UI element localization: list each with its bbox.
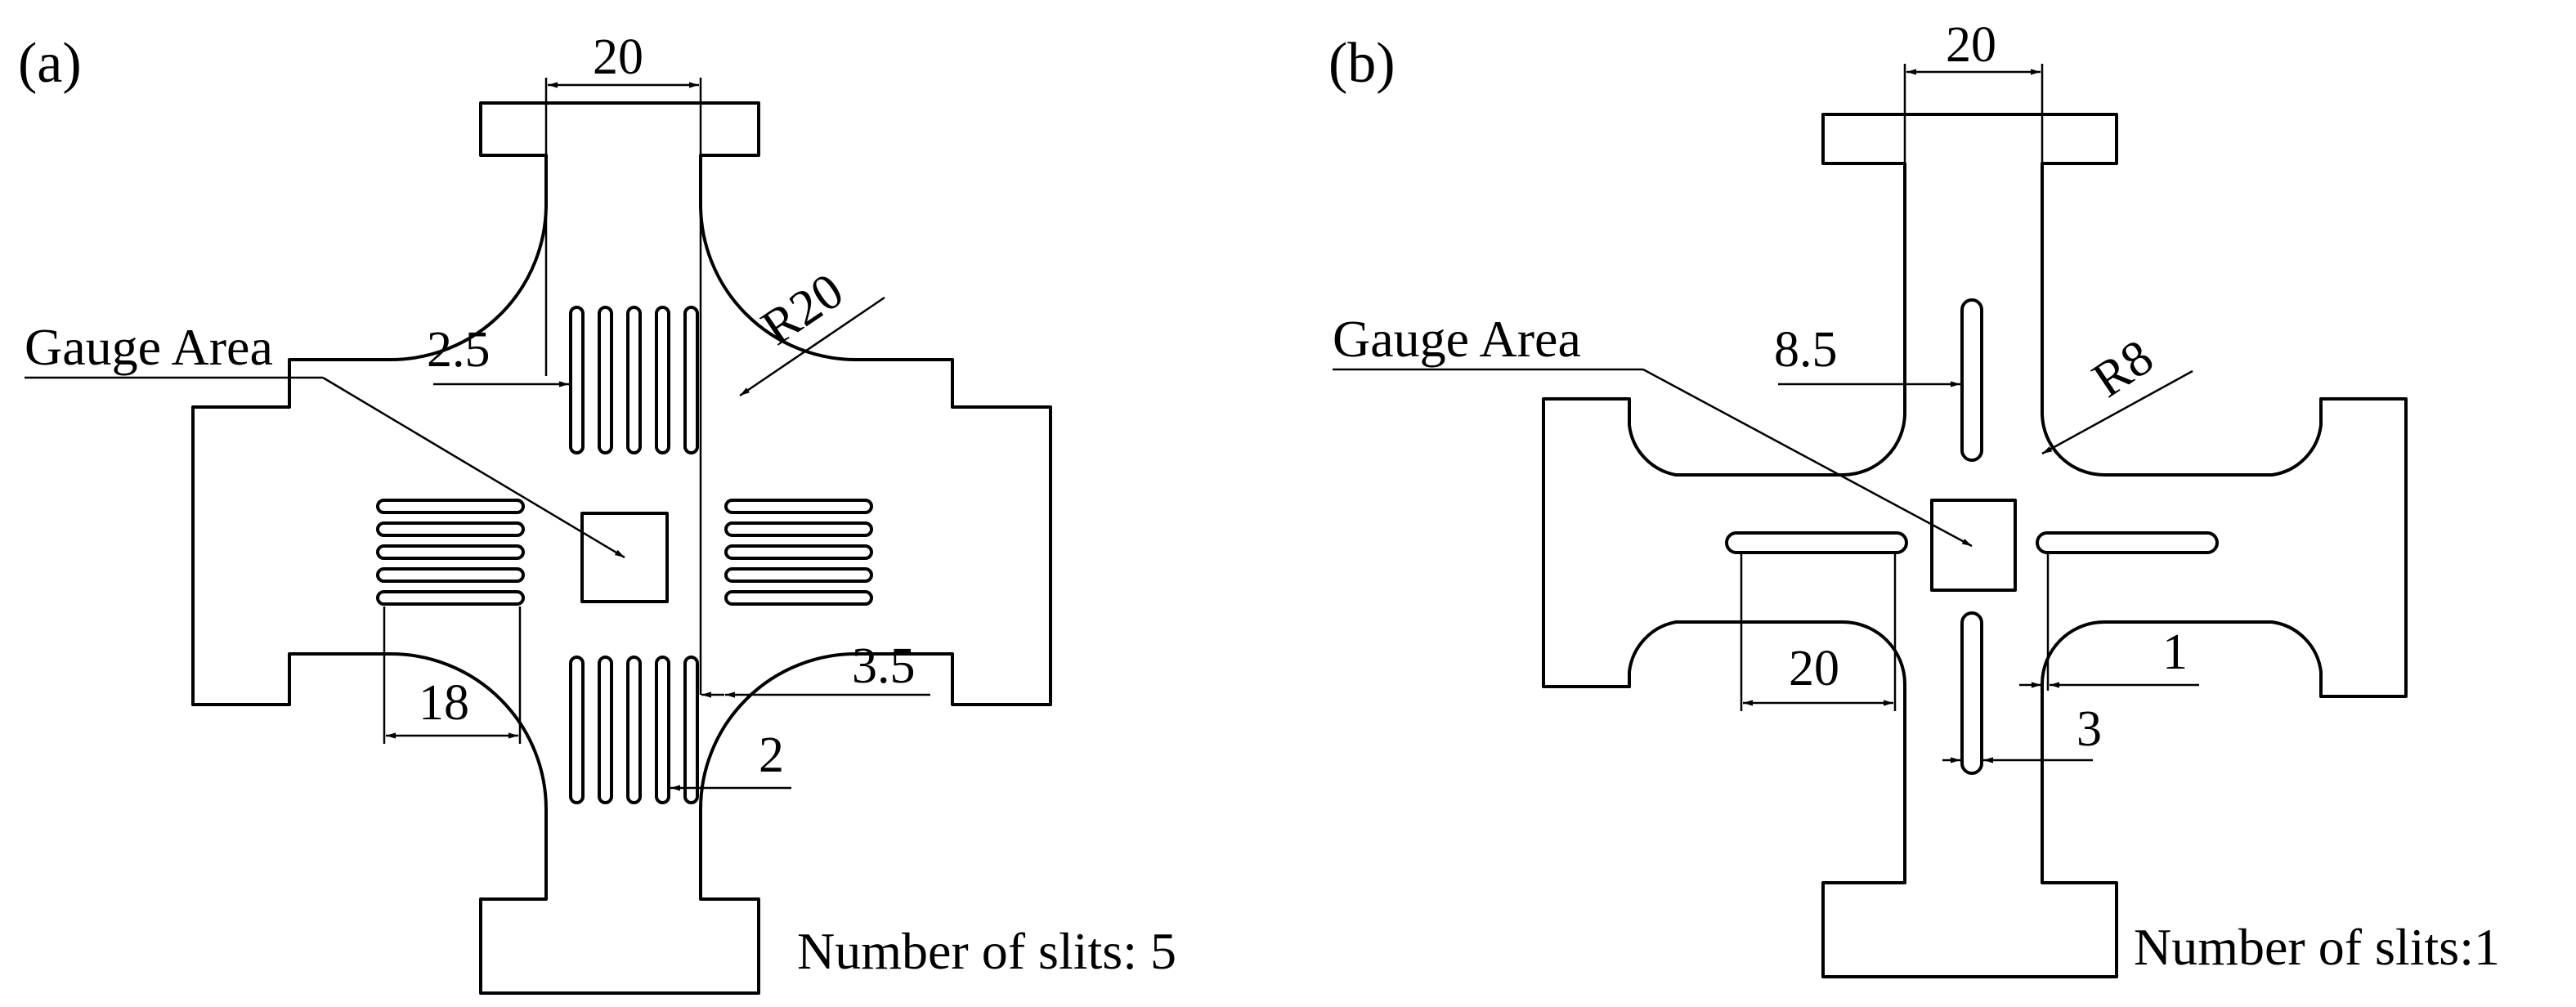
svg-text:2.5: 2.5: [427, 322, 491, 378]
svg-text:3.5: 3.5: [852, 638, 916, 694]
svg-text:8.5: 8.5: [1774, 322, 1838, 378]
svg-text:Gauge Area: Gauge Area: [25, 318, 273, 376]
panel-a-slits-bottom: [569, 656, 699, 804]
panel-b-dim-slit-gap: 8.5: [1774, 322, 1960, 387]
svg-text:18: 18: [419, 675, 469, 731]
panel-b-slit-right: [2036, 531, 2219, 554]
svg-text:3: 3: [2076, 701, 2102, 757]
svg-text:R8: R8: [2083, 329, 2163, 409]
panel-b: (b) 20 8.5 R8 Gauge Area: [1328, 17, 2500, 978]
panel-a-slits-left: [376, 499, 525, 606]
panel-b-gauge-label: Gauge Area: [1333, 310, 1973, 548]
svg-text:2: 2: [759, 727, 784, 783]
panel-b-dim-slit-length: 20: [1740, 554, 1897, 711]
svg-text:1: 1: [2162, 624, 2188, 680]
panel-a-slits-top: [569, 306, 699, 454]
panel-a-label: (a): [18, 32, 82, 95]
svg-text:20: 20: [1789, 641, 1839, 696]
panel-a-dim-edge-offset: 3.5: [701, 638, 930, 698]
panel-a: (a): [18, 29, 1176, 995]
panel-b-dim-radius: R8: [2041, 329, 2193, 455]
panel-b-gauge-square: [1930, 499, 2017, 592]
svg-text:Gauge Area: Gauge Area: [1333, 310, 1581, 368]
panel-a-slits-right: [724, 499, 873, 606]
panel-a-gauge-square: [580, 512, 669, 603]
panel-b-specimen-outline: [1542, 113, 2408, 978]
panel-b-slit-left: [1725, 531, 1908, 554]
panel-a-gauge-label: Gauge Area: [25, 318, 625, 559]
panel-a-dim-slit-gap: 2.5: [427, 322, 569, 387]
panel-a-dim-top-width: 20: [544, 29, 702, 695]
panel-a-slits-caption: Number of slits: 5: [797, 922, 1176, 980]
panel-a-dim-slit-length: 18: [383, 606, 522, 744]
svg-text:20: 20: [1946, 17, 1996, 73]
svg-text:20: 20: [593, 29, 643, 85]
panel-a-specimen-outline: [191, 101, 1052, 995]
svg-text:R20: R20: [752, 262, 853, 356]
panel-b-dim-edge-offset: 1: [2019, 554, 2199, 691]
panel-b-slit-bottom: [1960, 611, 1983, 775]
panel-b-slit-top: [1960, 298, 1983, 462]
panel-a-dim-slit-width: 2: [670, 727, 791, 791]
panel-b-label: (b): [1328, 32, 1396, 95]
panel-b-dim-top-width: 20: [1903, 17, 2044, 384]
panel-b-dim-slit-width: 3: [1942, 701, 2102, 763]
panel-b-slits-caption: Number of slits:1: [2134, 918, 2500, 976]
